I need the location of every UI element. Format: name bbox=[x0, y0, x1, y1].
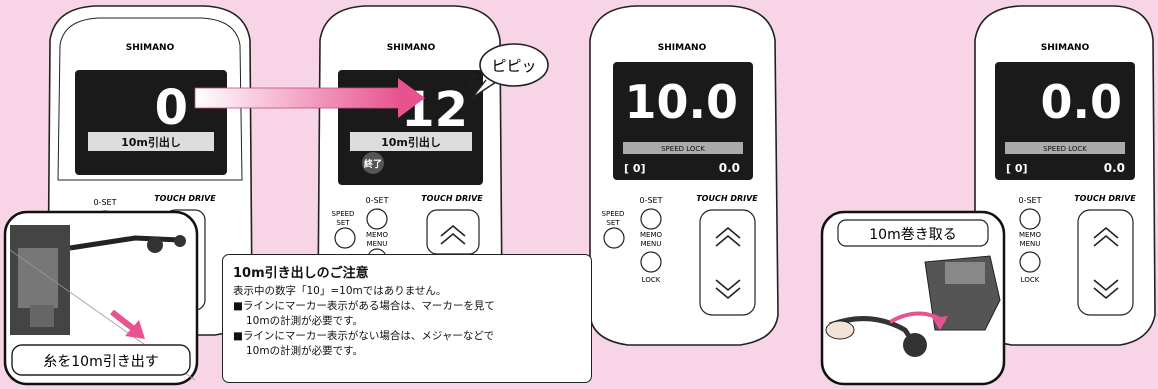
label-bar bbox=[88, 132, 214, 151]
memory-value: [ 0] bbox=[624, 162, 646, 175]
caution-note-line: 10mの計測が必要です。 bbox=[246, 315, 364, 327]
reel-photo-left bbox=[9, 225, 196, 381]
pull-arrow-icon bbox=[110, 309, 137, 333]
counter-value: 0 bbox=[155, 80, 188, 136]
label-text: 10m引出し bbox=[381, 135, 441, 149]
memo-label: MEMO bbox=[1019, 231, 1042, 239]
end-badge bbox=[362, 152, 384, 174]
double-chevron-up-icon bbox=[715, 226, 741, 247]
caution-note: 10m引き出しのご注意 表示中の数字「10」=10mではありません。 ■ラインに… bbox=[222, 254, 592, 383]
reel-counter-panel-4: SHIMANO 0.0 SPEED LOCK [ 0] 0.0 0-SET ME… bbox=[974, 5, 1156, 346]
touch-drive-logo: TOUCH DRIVE bbox=[1074, 194, 1136, 203]
memo-menu-button[interactable] bbox=[640, 251, 662, 273]
menu-label: MENU bbox=[367, 240, 388, 248]
speed-set-label-2: SET bbox=[336, 219, 350, 227]
zero-set-label: 0-SET bbox=[1019, 196, 1042, 205]
speech-bubble-text: ピピッ bbox=[491, 57, 536, 75]
lock-label: LOCK bbox=[642, 276, 661, 284]
memo-label: MEMO bbox=[640, 231, 663, 239]
memo-label: MEMO bbox=[366, 231, 389, 239]
caution-note-line: ■ラインにマーカー表示がない場合は、メジャーなどで bbox=[233, 330, 495, 342]
inset-wind-line: 10m巻き取る bbox=[820, 210, 1006, 386]
zero-set-label: 0-SET bbox=[640, 196, 663, 205]
zero-set-button[interactable] bbox=[640, 208, 662, 230]
menu-label: MENU bbox=[1020, 240, 1041, 248]
memo-menu-button[interactable] bbox=[1019, 251, 1041, 273]
caution-note-line: ■ラインにマーカー表示がある場合は、マーカーを見て bbox=[233, 300, 495, 312]
mode-text: SPEED LOCK bbox=[1043, 145, 1087, 153]
brand-label: SHIMANO bbox=[387, 43, 436, 53]
touch-pad[interactable] bbox=[699, 209, 756, 316]
label-bar bbox=[350, 132, 472, 151]
reel-counter-panel-3: SHIMANO 10.0 SPEED LOCK [ 0] 0.0 SPEED S… bbox=[589, 5, 779, 346]
speed-set-button[interactable] bbox=[603, 227, 625, 249]
brand-label: SHIMANO bbox=[658, 43, 707, 53]
inset-pull-line: 糸を10m引き出す bbox=[3, 210, 199, 386]
speed-set-button[interactable] bbox=[334, 227, 356, 249]
lcd-screen bbox=[75, 70, 227, 175]
double-chevron-up-icon bbox=[440, 224, 466, 245]
caution-note-title: 10m引き出しのご注意 bbox=[233, 266, 369, 281]
mode-bar bbox=[1005, 142, 1125, 154]
mode-bar bbox=[623, 142, 743, 154]
double-chevron-down-icon bbox=[1093, 279, 1119, 300]
inset-right-caption: 10m巻き取る bbox=[869, 227, 956, 243]
brand-label: SHIMANO bbox=[126, 43, 175, 53]
touch-drive-logo: TOUCH DRIVE bbox=[154, 194, 216, 203]
menu-label: MENU bbox=[641, 240, 662, 248]
brand-label: SHIMANO bbox=[1041, 43, 1090, 53]
mode-text: SPEED LOCK bbox=[661, 145, 705, 153]
caution-note-line: 10mの計測が必要です。 bbox=[246, 345, 364, 357]
zero-set-button[interactable] bbox=[366, 208, 388, 230]
speed-set-label: SPEED bbox=[332, 210, 355, 218]
speed-set-label-2: SET bbox=[606, 219, 620, 227]
speech-bubble: ピピッ bbox=[468, 43, 549, 99]
touch-drive-logo: TOUCH DRIVE bbox=[421, 194, 483, 203]
double-chevron-down-icon bbox=[715, 279, 741, 300]
speed-value: 0.0 bbox=[719, 161, 740, 175]
zero-set-button[interactable] bbox=[1019, 208, 1041, 230]
counter-value: 0.0 bbox=[1041, 75, 1123, 129]
label-text: 10m引出し bbox=[121, 135, 181, 149]
zero-set-label: 0-SET bbox=[366, 196, 389, 205]
lock-label: LOCK bbox=[1021, 276, 1040, 284]
double-chevron-up-icon bbox=[1093, 226, 1119, 247]
touch-pad[interactable] bbox=[426, 209, 480, 255]
zero-set-label: 0-SET bbox=[94, 198, 117, 207]
inset-left-caption: 糸を10m引き出す bbox=[43, 354, 158, 370]
touch-pad[interactable] bbox=[1077, 209, 1134, 316]
touch-drive-logo: TOUCH DRIVE bbox=[696, 194, 758, 203]
speed-value: 0.0 bbox=[1104, 161, 1125, 175]
speed-set-label: SPEED bbox=[602, 210, 625, 218]
memory-value: [ 0] bbox=[1006, 162, 1028, 175]
counter-value: 10.0 bbox=[625, 75, 739, 129]
caution-note-line: 表示中の数字「10」=10mではありません。 bbox=[233, 285, 447, 297]
end-badge-text: 終了 bbox=[364, 158, 382, 170]
transition-arrow-icon bbox=[194, 78, 425, 118]
reel-photo-right bbox=[825, 255, 1001, 357]
